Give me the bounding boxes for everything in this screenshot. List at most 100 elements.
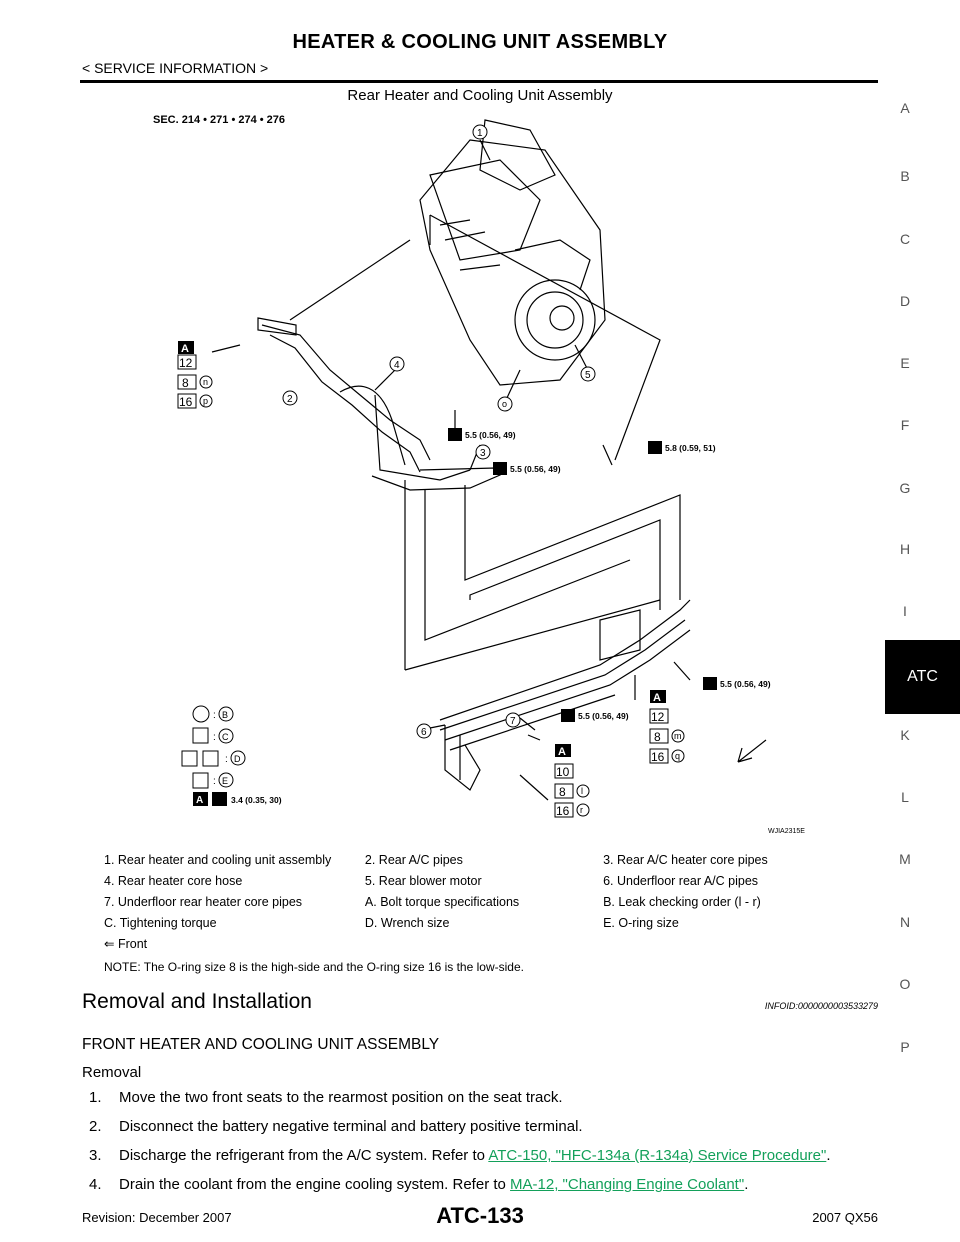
torque-wrench-icon	[448, 428, 462, 441]
side-index-P[interactable]: P	[900, 1039, 910, 1055]
svg-text:8: 8	[559, 785, 566, 799]
side-index-L[interactable]: L	[901, 789, 909, 805]
callout-6: 6	[421, 727, 427, 738]
section-title: Removal and Installation	[82, 990, 312, 1013]
svg-text:B: B	[222, 710, 228, 720]
letter-circle-o	[497, 396, 513, 412]
step-text-end: .	[826, 1147, 831, 1164]
step-number: 3.	[89, 1147, 102, 1164]
side-index-D[interactable]: D	[899, 293, 911, 309]
step-text: Disconnect the battery negative terminal…	[119, 1118, 583, 1135]
info-id: INFOID:0000000003533279	[764, 1001, 878, 1011]
svg-text:8: 8	[654, 730, 661, 744]
step-text: Move the two front seats to the rearmost…	[119, 1089, 563, 1106]
step-text: Discharge the refrigerant from the A/C s…	[119, 1147, 489, 1164]
legend-item: D. Wrench size	[364, 915, 450, 930]
legend-item: 6. Underfloor rear A/C pipes	[603, 873, 759, 888]
legend-row: 1. Rear heater and cooling unit assembly…	[104, 849, 864, 870]
side-index-B[interactable]: B	[900, 168, 910, 184]
procedure-step: 4. Drain the coolant from the engine coo…	[82, 1175, 882, 1195]
legend-item: C. Tightening torque	[104, 915, 217, 930]
side-index-M[interactable]: M	[899, 851, 911, 867]
side-index-C[interactable]: C	[899, 231, 911, 247]
side-index-K[interactable]: K	[900, 727, 910, 743]
svg-text:12: 12	[651, 710, 665, 724]
callout-circle-1	[472, 124, 488, 140]
footer-model: 2007 QX56	[812, 1210, 878, 1225]
callout-circle-6	[416, 723, 432, 739]
legend-row: C. Tightening torque D. Wrench size E. O…	[104, 912, 864, 933]
svg-text:16: 16	[556, 804, 570, 818]
header-rule	[80, 80, 878, 83]
legend-item: 1. Rear heater and cooling unit assembly	[104, 852, 332, 867]
legend-item: 4. Rear heater core hose	[104, 873, 243, 888]
spec-group-3: A 10 8 l 16 r	[554, 744, 590, 818]
side-index-N[interactable]: N	[899, 914, 911, 930]
svg-text:E: E	[222, 776, 228, 786]
svg-text:16: 16	[651, 750, 665, 764]
subsection-title: FRONT HEATER AND COOLING UNIT ASSEMBLY	[82, 1036, 440, 1053]
torque-label: 5.5 (0.56, 49)	[578, 711, 629, 721]
side-index-O[interactable]: O	[899, 976, 911, 992]
step-text: Drain the coolant from the engine coolin…	[119, 1176, 511, 1193]
step-text-end: .	[744, 1176, 749, 1193]
step-number: 1.	[89, 1089, 102, 1106]
torque-label: 5.5 (0.56, 49)	[510, 464, 561, 474]
link-atc-150[interactable]: ATC-150, "HFC-134a (R-134a) Service Proc…	[488, 1147, 827, 1164]
svg-text:8: 8	[182, 376, 189, 390]
side-index-H[interactable]: H	[899, 541, 911, 557]
side-index-A[interactable]: A	[900, 100, 910, 116]
svg-text::: :	[213, 710, 216, 721]
legend-row: 4. Rear heater core hose 5. Rear blower …	[104, 870, 864, 891]
figure-legend: 1. Rear heater and cooling unit assembly…	[104, 849, 864, 975]
callout-circle-4	[389, 356, 405, 372]
symbol-key: : B : C : D : E A 3.4 (0.35, 30)	[181, 705, 282, 806]
legend-item: 5. Rear blower motor	[364, 873, 482, 888]
callout-5: 5	[585, 370, 591, 381]
svg-text:3.4 (0.35, 30): 3.4 (0.35, 30)	[231, 795, 282, 805]
legend-item-front: ⇐ Front	[104, 937, 148, 951]
procedure-step: 2. Disconnect the battery negative termi…	[82, 1117, 882, 1137]
figure-title: Rear Heater and Cooling Unit Assembly	[347, 87, 613, 104]
tab-atc[interactable]: ATC	[885, 640, 960, 714]
callout-7: 7	[510, 716, 516, 727]
torque-wrench-icon	[703, 677, 717, 690]
link-ma-12[interactable]: MA-12, "Changing Engine Coolant"	[510, 1176, 745, 1193]
svg-text::: :	[225, 754, 228, 765]
step-number: 4.	[89, 1176, 102, 1193]
torque-wrench-icon	[648, 441, 662, 454]
callout-1: 1	[477, 128, 483, 139]
footer-page-number: ATC-133	[436, 1203, 524, 1228]
torque-label: 5.5 (0.56, 49)	[465, 430, 516, 440]
side-index-I[interactable]: I	[903, 603, 907, 619]
legend-item: A. Bolt torque specifications	[364, 894, 520, 909]
figure-code: WJIA2315E	[768, 828, 805, 835]
legend-row: ⇐ Front	[104, 933, 864, 954]
svg-text:A: A	[653, 692, 661, 704]
svg-text:10: 10	[556, 765, 570, 779]
side-index-F[interactable]: F	[900, 417, 910, 433]
svg-text:12: 12	[179, 356, 193, 370]
legend-item: 7. Underfloor rear heater core pipes	[104, 894, 303, 909]
procedure-step: 1. Move the two front seats to the rearm…	[82, 1088, 882, 1108]
procedure-steps: 1. Move the two front seats to the rearm…	[82, 1088, 882, 1204]
callout-circle-2	[282, 390, 298, 406]
svg-text:q: q	[675, 751, 680, 761]
spec-group-2: A 12 8 m 16 q	[649, 690, 685, 764]
svg-text:16: 16	[179, 395, 193, 409]
svg-text:C: C	[222, 732, 229, 742]
svg-text:A: A	[558, 746, 566, 758]
footer-revision: Revision: December 2007	[82, 1210, 232, 1225]
side-index-E[interactable]: E	[900, 355, 910, 371]
legend-item: 2. Rear A/C pipes	[364, 852, 463, 867]
removal-label: Removal	[82, 1064, 142, 1081]
callout-3: 3	[480, 448, 486, 459]
page-header-title: HEATER & COOLING UNIT ASSEMBLY	[292, 31, 668, 53]
svg-text:m: m	[674, 731, 682, 741]
torque-label: 5.8 (0.59, 51)	[665, 443, 716, 453]
side-index-G[interactable]: G	[899, 480, 911, 496]
legend-item: B. Leak checking order (l - r)	[603, 894, 761, 909]
svg-text:n: n	[203, 377, 208, 387]
svg-text:p: p	[203, 396, 208, 406]
